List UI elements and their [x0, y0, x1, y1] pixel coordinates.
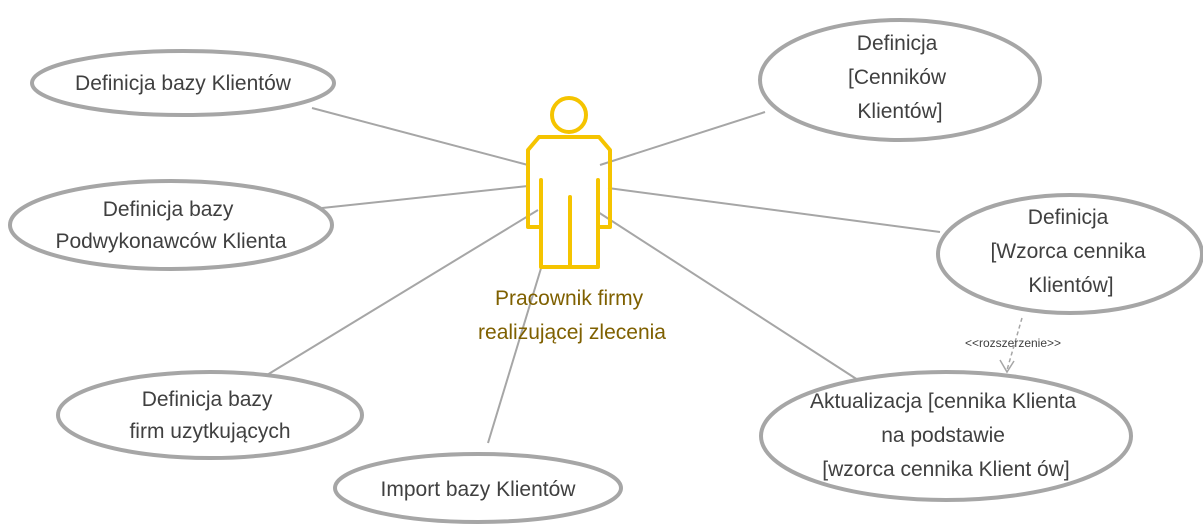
actor-label-line: Pracownik firmy	[495, 287, 644, 310]
use-case-ellipse	[30, 49, 336, 117]
association-uc1	[311, 107, 529, 166]
svg-text:Definicja [Cenników: Definicja [Cenników Klientów]	[848, 32, 952, 123]
use-case-label-line: [Cenników	[848, 66, 947, 89]
extend-relationship: <<rozszerzenie>>	[965, 317, 1061, 374]
use-case-label-line: Definicja bazy Klientów	[75, 72, 292, 95]
svg-text:Import bazy Klientów: Import bazy Klientów	[381, 478, 577, 501]
association-uc6	[607, 187, 941, 233]
use-case-label-line: Definicja	[857, 32, 938, 55]
use-case-ellipse	[759, 370, 1133, 502]
use-case-definicja-cennikow: Definicja [Cenników Klientów]	[758, 18, 1042, 142]
use-case-label-line: Aktualizacja [cennika Klienta	[810, 390, 1076, 413]
use-case-label-line: Definicja bazy	[103, 198, 234, 221]
actor-head	[550, 96, 588, 134]
use-case-label-line: Definicja bazy	[142, 388, 273, 411]
association-uc4	[487, 264, 543, 444]
association-uc5	[599, 111, 766, 166]
use-case-label-line: Import bazy Klientów	[381, 478, 577, 501]
use-case-ellipse	[758, 18, 1042, 142]
use-case-ellipse	[8, 179, 334, 271]
svg-text:Definicja [Wzorca cennik: Definicja [Wzorca cennika Klientów]	[990, 206, 1151, 297]
actor-figure-icon	[526, 96, 612, 269]
use-case-label-line: Klientów]	[857, 100, 942, 123]
association-uc7	[597, 211, 859, 381]
use-case-definicja-bazy-klientow: Definicja bazy Klientów	[30, 49, 336, 117]
use-case-label-line: [wzorca cennika Klient ów]	[822, 458, 1069, 481]
use-case-aktualizacja-cennika: Aktualizacja [cennika Klienta na podstaw…	[759, 370, 1133, 502]
use-case-label-line: na podstawie	[881, 424, 1005, 447]
use-case-definicja-bazy-podwykonawcow: Definicja bazy Podwykonawców Klienta	[8, 179, 334, 271]
use-case-ellipse	[56, 370, 364, 460]
svg-text:Definicja bazy Podwykona: Definicja bazy Podwykonawców Klienta	[55, 198, 286, 253]
svg-text:Pracownik firmy realizuj: Pracownik firmy realizującej zlecenia	[478, 287, 666, 344]
svg-text:Definicja bazy Klientów: Definicja bazy Klientów	[75, 72, 292, 95]
use-case-definicja-bazy-firm: Definicja bazy firm uzytkujących	[56, 370, 364, 460]
extend-arrow-line	[1006, 317, 1023, 371]
association-uc2	[321, 185, 529, 209]
association-uc3	[261, 209, 539, 379]
extend-arrowhead	[999, 359, 1015, 374]
use-case-import-bazy-klientow: Import bazy Klientów	[333, 452, 623, 524]
use-case-label-line: Klientów]	[1028, 274, 1113, 297]
use-case-label-line: Definicja	[1028, 206, 1109, 229]
extend-stereotype-label: <<rozszerzenie>>	[965, 336, 1061, 350]
use-case-label-line: [Wzorca cennika	[990, 240, 1146, 263]
use-case-ellipse	[936, 193, 1203, 315]
use-case-definicja-wzorca-cennika: Definicja [Wzorca cennika Klientów]	[936, 193, 1203, 315]
actor-body-outline	[526, 135, 612, 269]
svg-text:Definicja bazy firm uzyt: Definicja bazy firm uzytkujących	[129, 388, 290, 443]
actor-label-line: realizującej zlecenia	[478, 321, 666, 344]
actor: Pracownik firmy realizującej zlecenia	[478, 96, 666, 344]
use-case-label-line: firm uzytkujących	[129, 420, 290, 443]
use-case-label-line: Podwykonawców Klienta	[55, 230, 286, 253]
use-case-ellipse	[333, 452, 623, 524]
associations	[261, 107, 941, 444]
svg-text:Aktualizacja [cennika Klienta: Aktualizacja [cennika Klienta na podstaw…	[810, 390, 1082, 481]
